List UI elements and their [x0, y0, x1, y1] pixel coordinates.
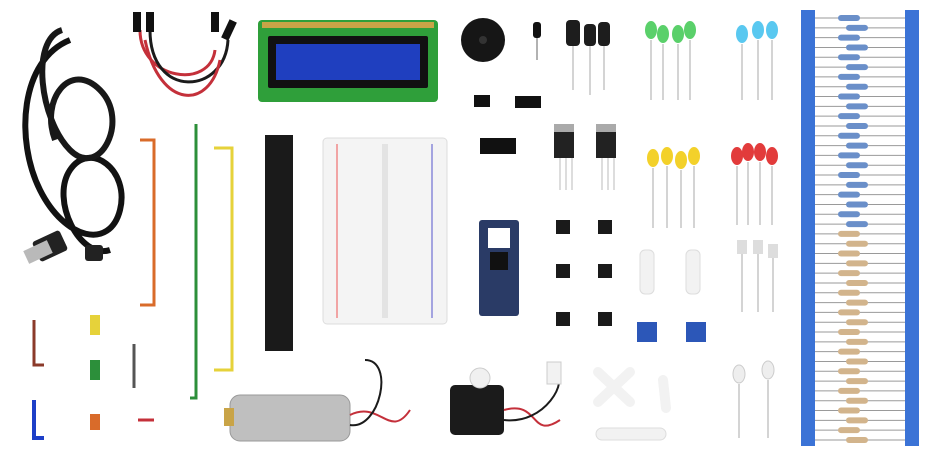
- resistor-body: [846, 417, 868, 424]
- resistor-body: [846, 44, 868, 51]
- short-jumpers: [32, 315, 154, 440]
- resistor-body: [838, 172, 860, 179]
- dc-motor: [224, 359, 411, 442]
- breadboard: [322, 137, 448, 325]
- clear-leds: [737, 240, 778, 312]
- potentiometers: [637, 322, 706, 342]
- servo-motor: [450, 361, 562, 435]
- resistor-body: [838, 211, 860, 218]
- resistor-body: [846, 221, 868, 228]
- resistor-body: [846, 319, 868, 326]
- resistor-body: [846, 299, 868, 306]
- resistor-body: [846, 122, 868, 129]
- resistor-body: [838, 73, 860, 80]
- resistor-body: [846, 338, 868, 345]
- resistor-body: [846, 260, 868, 267]
- header-pins: [265, 135, 293, 351]
- servo-connectors: [639, 249, 701, 295]
- resistor-body: [838, 191, 860, 198]
- resistor-body: [838, 407, 860, 414]
- yellow-leds: [647, 147, 700, 228]
- resistor-body: [838, 309, 860, 316]
- jumper-wires-straight: [140, 124, 234, 400]
- resistor-body: [838, 34, 860, 41]
- resistor-body: [838, 387, 860, 394]
- resistor-body: [846, 378, 868, 385]
- resistor-body: [838, 54, 860, 61]
- resistor-body: [846, 240, 868, 247]
- blue-leds: [736, 21, 778, 100]
- resistor-body: [838, 368, 860, 375]
- lcd-display: [258, 20, 438, 102]
- microcontroller-board: [479, 220, 519, 316]
- resistor-body: [838, 113, 860, 120]
- resistor-body: [846, 142, 868, 149]
- resistor-body: [846, 437, 868, 443]
- resistor-body: [846, 24, 868, 31]
- resistor-body: [838, 15, 860, 21]
- resistor-body: [838, 348, 860, 355]
- resistor-body: [846, 162, 868, 169]
- resistor-body: [838, 152, 860, 159]
- resistor-body: [838, 93, 860, 100]
- resistor-body: [838, 329, 860, 336]
- white-leds: [732, 360, 775, 438]
- resistor-body: [838, 132, 860, 139]
- jumper-wires-red-black: [133, 12, 237, 97]
- voltage-regulators: [554, 124, 616, 190]
- resistor-body: [846, 181, 868, 188]
- servo-horns: [593, 367, 671, 441]
- resistor-body: [846, 103, 868, 110]
- resistor-strip: [801, 10, 919, 446]
- resistor-body: [846, 64, 868, 71]
- buzzer: [461, 18, 541, 62]
- green-leds: [645, 21, 696, 100]
- red-leds: [731, 143, 778, 225]
- resistor-body: [846, 201, 868, 208]
- resistor-body: [846, 397, 868, 404]
- resistor-body: [846, 279, 868, 286]
- resistor-body: [846, 83, 868, 90]
- resistor-body: [838, 250, 860, 257]
- sensor-chip: [474, 95, 490, 107]
- usb-cable: [22, 27, 125, 264]
- capacitors: [566, 20, 610, 95]
- switch-chip: [515, 96, 541, 108]
- push-buttons: [556, 220, 612, 326]
- resistor-body: [838, 270, 860, 277]
- ic-chip: [480, 138, 516, 154]
- resistor-body: [838, 230, 860, 237]
- resistor-body: [846, 358, 868, 365]
- resistor-body: [838, 289, 860, 296]
- resistor-body: [838, 427, 860, 434]
